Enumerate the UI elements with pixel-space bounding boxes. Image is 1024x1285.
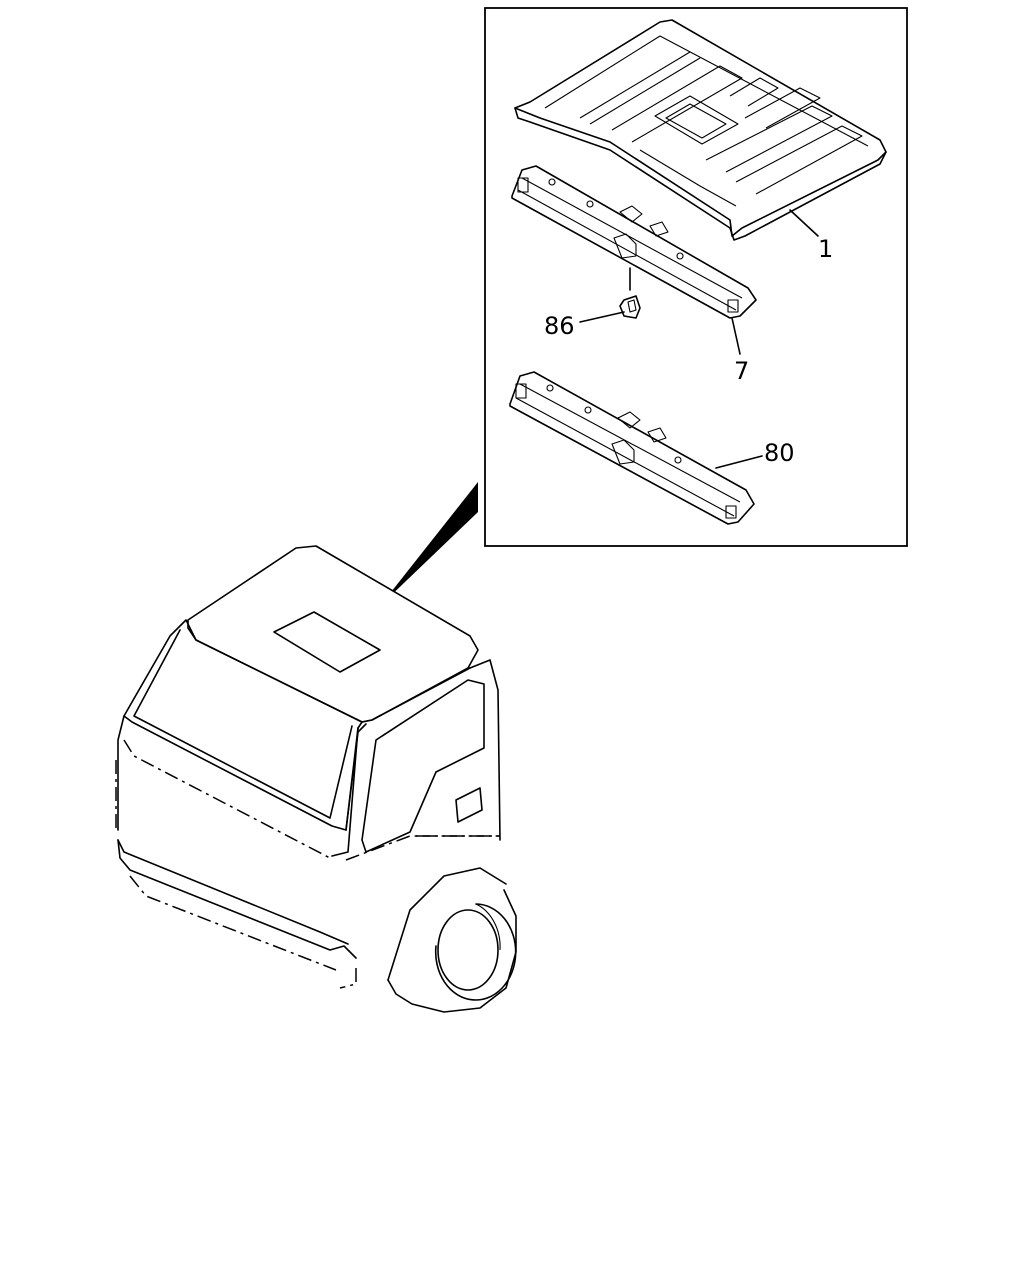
- roof-bow-front: [511, 165, 757, 319]
- callout-86: 86: [544, 312, 575, 340]
- callout-80: 80: [764, 439, 795, 467]
- leader-lines: [579, 209, 819, 469]
- detail-pointer: [380, 482, 478, 606]
- clip-part: [619, 267, 641, 319]
- truck-cab: [115, 545, 517, 1013]
- roof-bow-rear: [509, 371, 755, 525]
- callout-7: 7: [734, 357, 749, 385]
- roof-panel: [514, 19, 887, 241]
- callout-1: 1: [818, 235, 833, 263]
- detail-frame: [484, 7, 908, 547]
